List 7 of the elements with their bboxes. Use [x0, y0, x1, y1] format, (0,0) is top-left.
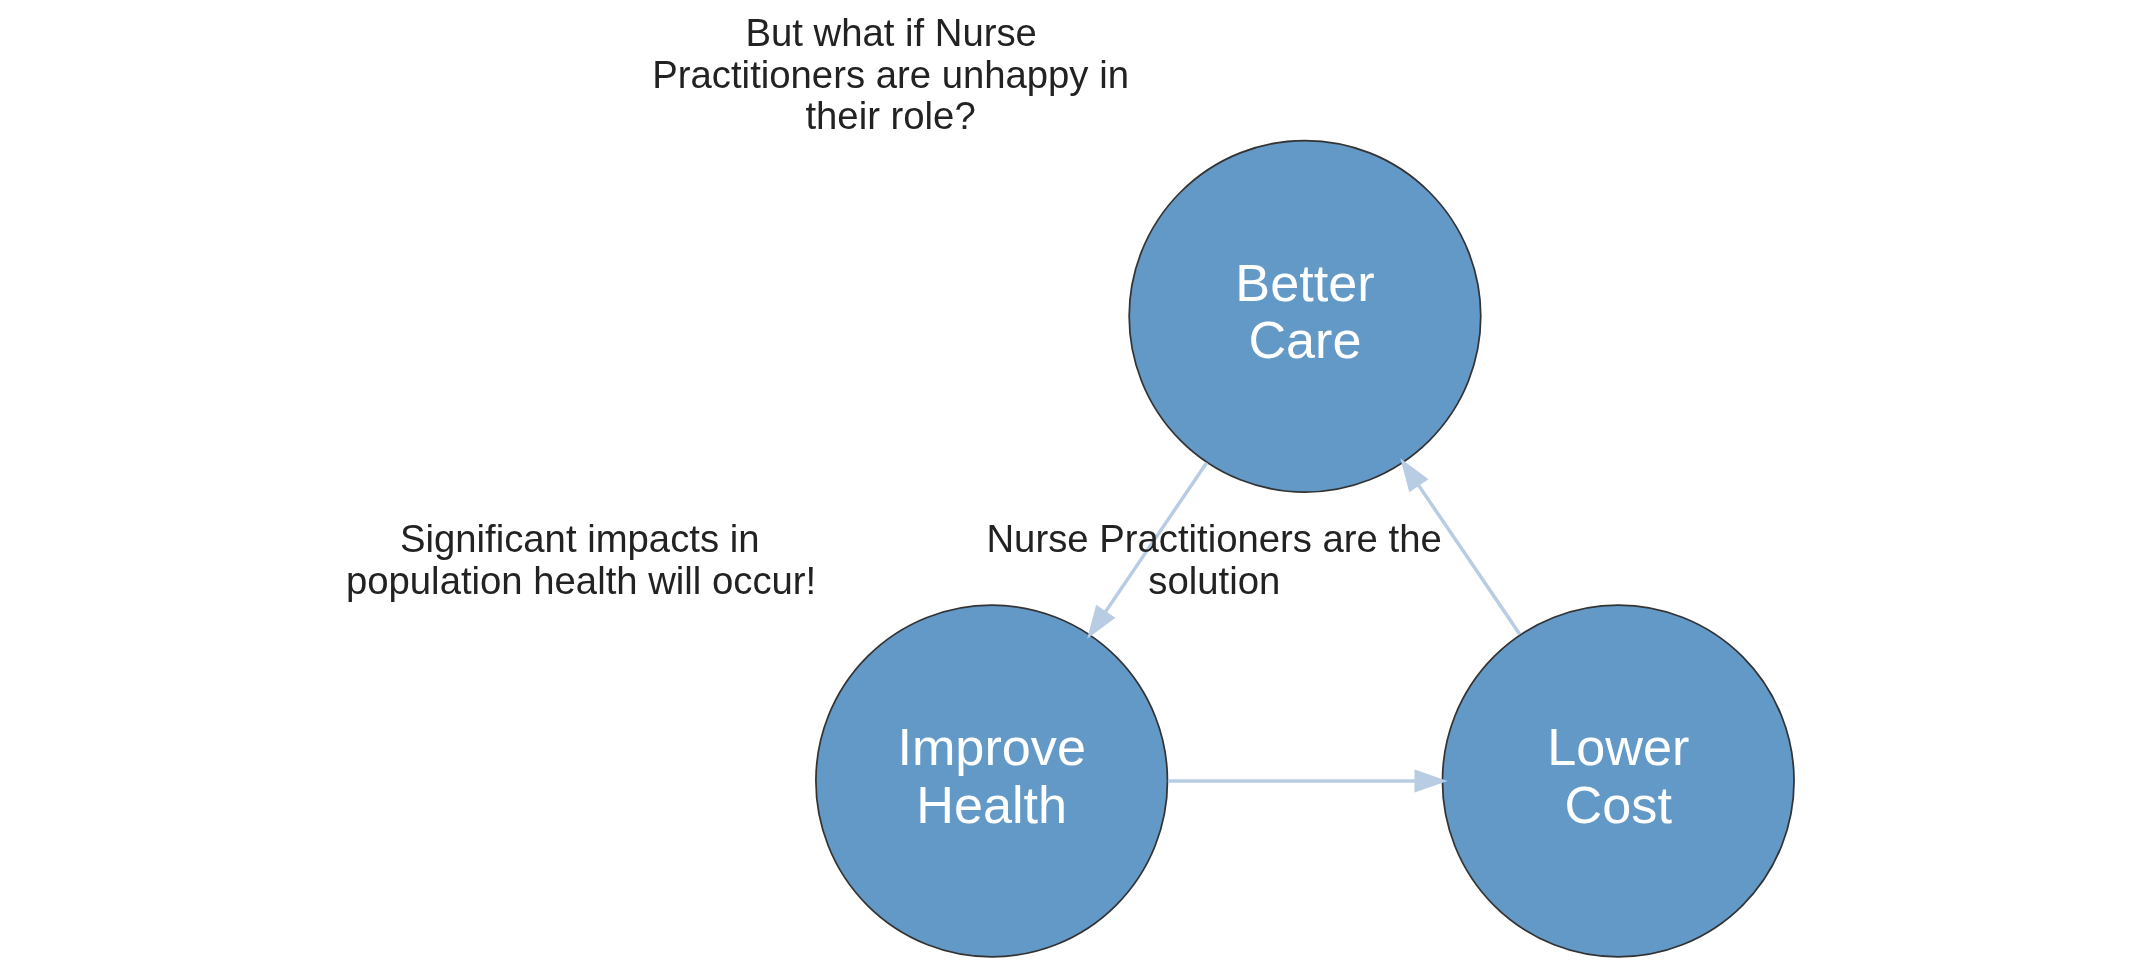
arrow	[1399, 458, 1521, 636]
arrow	[1167, 769, 1448, 793]
arrow	[1086, 461, 1208, 639]
node-circle: Lower Cost	[1441, 604, 1795, 958]
node-label: But what if Nurse Practitioners are unhappy in their role?	[651, 10, 1129, 138]
node-label: Nurse Practitioners are the solution	[985, 517, 1442, 603]
node-label: Significant impacts in population health will occur!	[345, 517, 816, 603]
